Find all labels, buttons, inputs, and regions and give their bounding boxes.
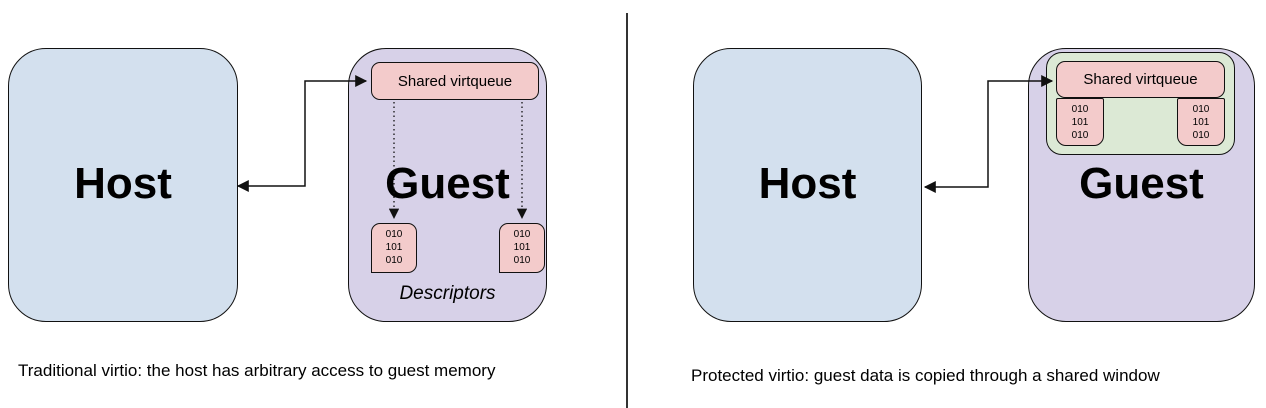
- descriptor-bits-line: 101: [1071, 117, 1089, 128]
- descriptor-note: 010 101 010: [371, 223, 417, 273]
- host-virtqueue-connector-arrow: [236, 75, 368, 192]
- host-label: Host: [758, 159, 857, 208]
- descriptor-bits-line: 010: [385, 229, 403, 240]
- descriptor-note: 010 101 010: [1056, 98, 1104, 146]
- descriptor-bits-line: 010: [1192, 104, 1210, 115]
- host-label: Host: [74, 159, 172, 208]
- descriptor-bits-line: 010: [1192, 130, 1210, 141]
- descriptor-bits-line: 010: [513, 229, 531, 240]
- descriptor-bits-line: 101: [385, 242, 403, 253]
- descriptor-note: 010 101 010: [1177, 98, 1225, 146]
- panel-divider: [626, 13, 628, 408]
- descriptor-bits-line: 010: [1071, 130, 1089, 141]
- descriptor-bits-line: 101: [513, 242, 531, 253]
- guest-label: Guest: [385, 159, 510, 208]
- descriptor-bits-line: 010: [513, 255, 531, 266]
- descriptor-bits-line: 101: [1192, 117, 1210, 128]
- shared-virtqueue-label: Shared virtqueue: [397, 72, 513, 90]
- descriptor-bits-line: 010: [1071, 104, 1089, 115]
- traditional-caption: Traditional virtio: the host has arbitra…: [18, 361, 496, 380]
- descriptor-bits-line: 010: [385, 255, 403, 266]
- shared-virtqueue-box: Shared virtqueue: [371, 62, 539, 100]
- host-box: [8, 48, 238, 322]
- guest-label: Guest: [1079, 159, 1204, 208]
- host-box: [693, 48, 922, 322]
- shared-virtqueue-box: Shared virtqueue: [1056, 61, 1225, 98]
- descriptor-note: 010 101 010: [499, 223, 545, 273]
- shared-virtqueue-label: Shared virtqueue: [1083, 71, 1198, 88]
- descriptors-label: Descriptors: [399, 283, 496, 304]
- protected-caption: Protected virtio: guest data is copied t…: [691, 366, 1160, 385]
